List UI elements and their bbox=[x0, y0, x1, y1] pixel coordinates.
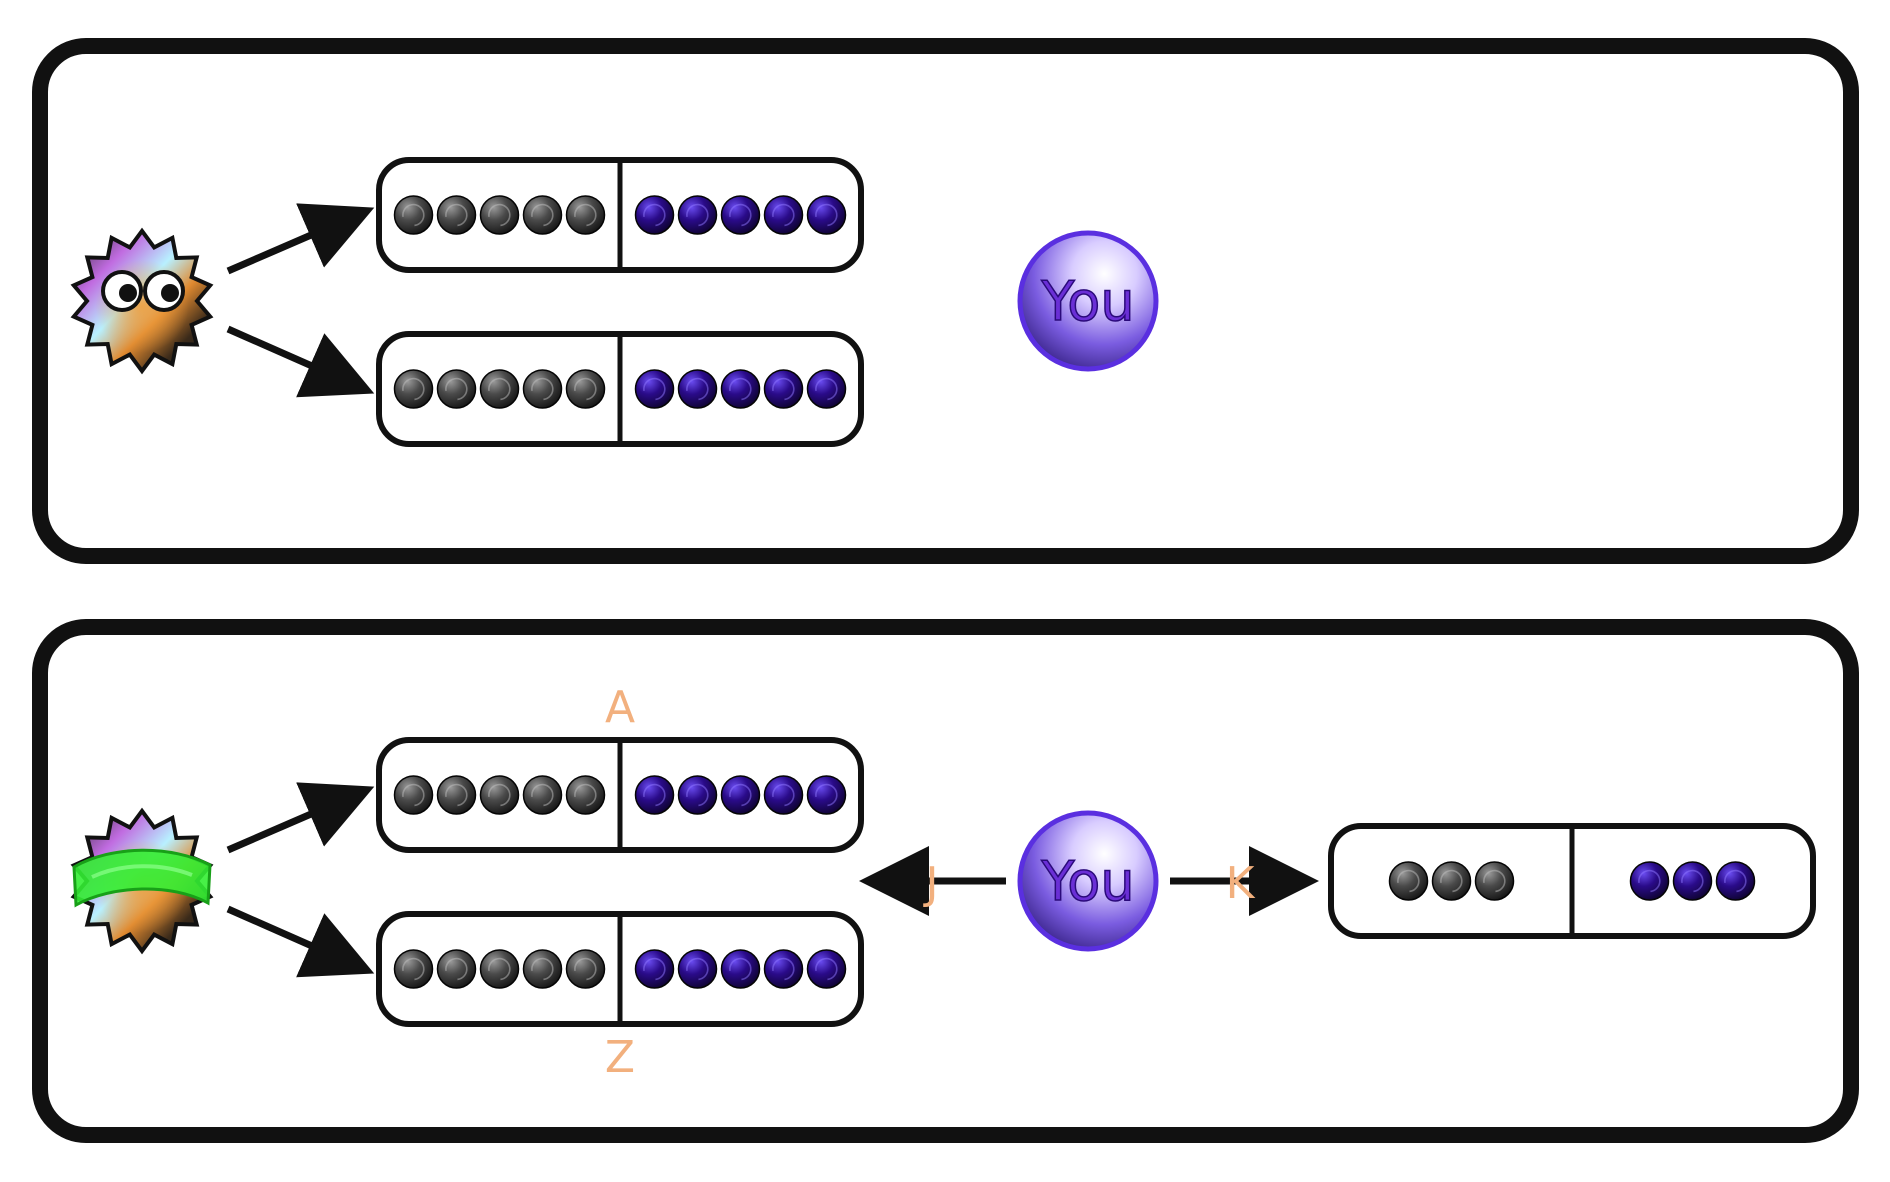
purple-ball bbox=[720, 195, 761, 235]
purple-ball bbox=[806, 195, 847, 235]
dark-ball bbox=[565, 369, 606, 409]
dark-ball bbox=[436, 195, 477, 235]
dark-ball bbox=[436, 949, 477, 989]
dark-ball bbox=[565, 195, 606, 235]
box-alternative bbox=[1328, 823, 1816, 939]
panel-1: You bbox=[32, 38, 1859, 564]
dark-ball bbox=[436, 775, 477, 815]
purple-ball bbox=[677, 775, 718, 815]
blindfold-icon bbox=[72, 848, 212, 908]
box-lower bbox=[376, 331, 864, 447]
key-label-j: J bbox=[923, 858, 939, 909]
dark-ball bbox=[1388, 861, 1429, 901]
dark-ball bbox=[522, 949, 563, 989]
purple-ball bbox=[763, 369, 804, 409]
panel-2: A Z You J K bbox=[32, 619, 1859, 1143]
dark-ball bbox=[393, 949, 434, 989]
you-label: You bbox=[1040, 270, 1134, 333]
purple-ball bbox=[677, 369, 718, 409]
dark-ball bbox=[522, 775, 563, 815]
you-label: You bbox=[1040, 850, 1134, 913]
you-bubble: You bbox=[1017, 230, 1159, 372]
purple-ball bbox=[1672, 861, 1713, 901]
key-label-k: K bbox=[1226, 858, 1256, 909]
purple-ball bbox=[634, 195, 675, 235]
dark-ball bbox=[393, 369, 434, 409]
arrow-to-upper-box bbox=[226, 203, 375, 275]
you-bubble: You bbox=[1017, 810, 1159, 952]
purple-ball bbox=[1715, 861, 1756, 901]
box-a bbox=[376, 737, 864, 853]
dark-ball bbox=[479, 195, 520, 235]
dark-ball bbox=[436, 369, 477, 409]
purple-ball bbox=[806, 775, 847, 815]
blindfolded-creature-icon bbox=[70, 807, 214, 955]
dark-ball bbox=[1431, 861, 1472, 901]
purple-ball bbox=[763, 949, 804, 989]
purple-ball bbox=[806, 949, 847, 989]
dark-ball bbox=[479, 369, 520, 409]
arrow-to-lower-box bbox=[226, 325, 375, 398]
purple-ball bbox=[763, 775, 804, 815]
purple-ball bbox=[634, 949, 675, 989]
purple-ball bbox=[634, 775, 675, 815]
option-label-a: A bbox=[605, 682, 635, 733]
dark-ball bbox=[479, 949, 520, 989]
purple-ball bbox=[763, 195, 804, 235]
dark-ball bbox=[522, 195, 563, 235]
dark-ball bbox=[565, 775, 606, 815]
purple-ball bbox=[720, 775, 761, 815]
purple-ball bbox=[677, 195, 718, 235]
dark-ball bbox=[1474, 861, 1515, 901]
box-z bbox=[376, 911, 864, 1027]
arrow-to-box-z bbox=[226, 905, 375, 978]
dark-ball bbox=[393, 775, 434, 815]
arrow-to-box-a bbox=[226, 782, 375, 854]
option-label-z: Z bbox=[605, 1032, 635, 1083]
box-upper bbox=[376, 157, 864, 273]
purple-ball bbox=[806, 369, 847, 409]
panel-1-frame bbox=[32, 38, 1859, 564]
purple-ball bbox=[1629, 861, 1670, 901]
dark-ball bbox=[479, 775, 520, 815]
purple-ball bbox=[677, 949, 718, 989]
purple-ball bbox=[720, 369, 761, 409]
purple-ball bbox=[720, 949, 761, 989]
dark-ball bbox=[565, 949, 606, 989]
dark-ball bbox=[522, 369, 563, 409]
purple-ball bbox=[634, 369, 675, 409]
creature-eyes bbox=[101, 270, 185, 312]
spiky-creature-icon bbox=[70, 227, 214, 375]
dark-ball bbox=[393, 195, 434, 235]
